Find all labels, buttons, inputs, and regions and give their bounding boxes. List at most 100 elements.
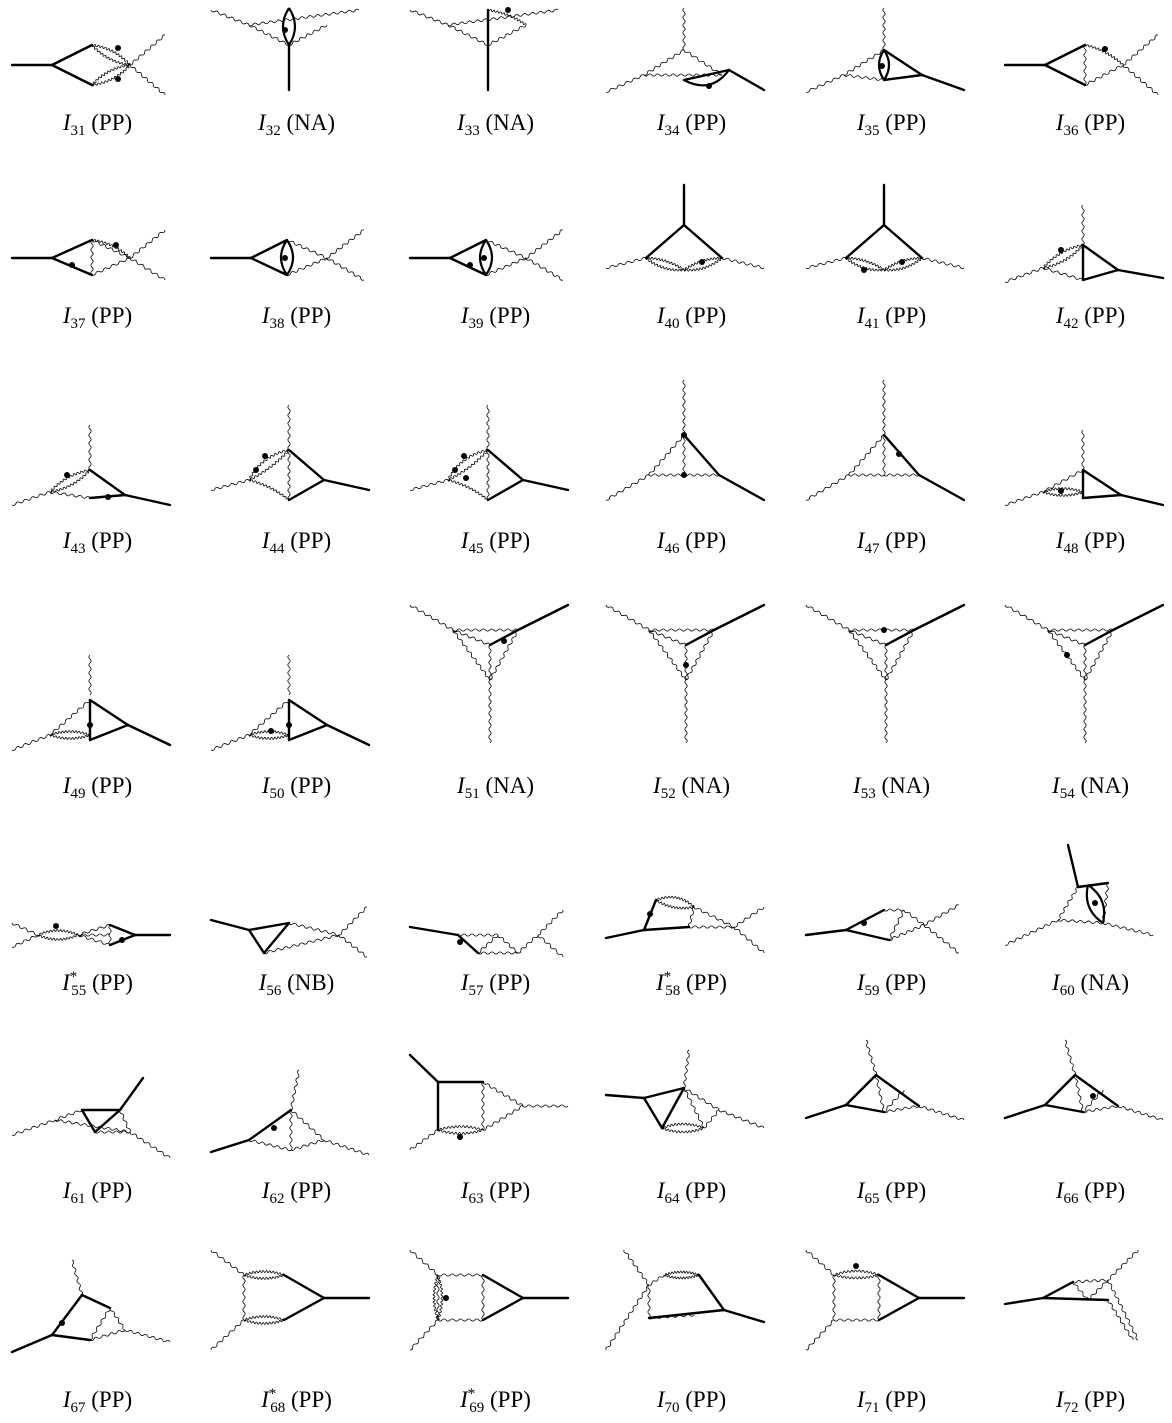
integral-index: 32 xyxy=(266,123,281,139)
massless-propagator xyxy=(1088,1280,1108,1300)
massive-propagator xyxy=(284,1275,324,1298)
massless-propagator xyxy=(849,435,884,475)
massless-propagator xyxy=(453,630,490,645)
massive-propagator xyxy=(606,930,644,938)
massless-propagator xyxy=(644,50,684,75)
integral-index: 39 xyxy=(469,316,484,332)
massive-propagator xyxy=(110,925,135,935)
massless-propagator xyxy=(55,1110,82,1120)
massive-propagator xyxy=(120,1078,143,1110)
massive-propagator xyxy=(523,480,568,490)
massless-propagator xyxy=(448,480,488,500)
massive-propagator xyxy=(884,225,922,258)
integral-symbol: I xyxy=(857,110,865,135)
propagator-dot xyxy=(683,662,689,668)
integral-index: 50 xyxy=(270,786,285,802)
massless-propagator xyxy=(1084,45,1086,85)
integral-index: 56 xyxy=(266,983,281,999)
integral-caption: I72 (PP) xyxy=(993,1387,1172,1413)
massive-propagator xyxy=(662,1088,684,1128)
massive-propagator xyxy=(52,65,92,85)
integral-tag: (PP) xyxy=(885,1178,926,1203)
integral-index: 71 xyxy=(865,1400,880,1416)
massive-propagator xyxy=(846,910,884,930)
massless-propagator xyxy=(92,64,130,85)
integral-symbol: I xyxy=(657,303,665,328)
integral-tag: (PP) xyxy=(885,303,926,328)
massive-propagator xyxy=(90,700,128,725)
massless-propagator xyxy=(1082,205,1084,245)
propagator-dot xyxy=(268,728,274,734)
massless-propagator xyxy=(448,25,488,45)
massless-propagator xyxy=(664,1271,699,1276)
feynman-diagram xyxy=(594,0,789,100)
massless-propagator xyxy=(662,1127,704,1133)
integral-caption: I54 (NA) xyxy=(993,773,1172,799)
massless-propagator xyxy=(483,1106,523,1131)
massless-propagator xyxy=(806,1250,834,1275)
massive-propagator xyxy=(324,480,369,490)
integral-symbol: I xyxy=(63,528,71,553)
integral-symbol: I xyxy=(262,303,270,328)
integral-tag: (PP) xyxy=(1084,303,1125,328)
massless-propagator xyxy=(694,907,734,927)
feynman-diagram xyxy=(0,1240,195,1375)
propagator-dot xyxy=(1058,488,1064,494)
feynman-diagram xyxy=(199,1240,394,1375)
massless-propagator xyxy=(649,630,686,645)
massless-propagator xyxy=(12,491,50,505)
massive-propagator xyxy=(1068,845,1078,887)
massless-propagator xyxy=(12,935,38,947)
integral-symbol: I xyxy=(657,1387,665,1412)
massless-propagator xyxy=(249,480,289,500)
feynman-diagram xyxy=(794,595,989,750)
massless-propagator xyxy=(834,1270,879,1276)
integral-symbol: I xyxy=(62,970,70,995)
massless-propagator xyxy=(734,927,764,953)
integral-symbol: I xyxy=(853,773,861,798)
integral-tag: (PP) xyxy=(291,1387,332,1412)
integral-tag: (PP) xyxy=(685,1178,726,1203)
massless-propagator xyxy=(92,240,130,258)
massless-propagator xyxy=(683,8,685,50)
massless-propagator xyxy=(866,1040,877,1075)
massive-propagator xyxy=(699,1275,724,1310)
massive-propagator xyxy=(714,605,764,630)
massless-propagator xyxy=(889,910,904,940)
integral-caption: I33 (NA) xyxy=(398,110,593,136)
massive-propagator xyxy=(90,725,128,740)
massless-propagator xyxy=(448,9,558,26)
integral-symbol: I xyxy=(63,110,71,135)
integral-tag: (PP) xyxy=(1084,110,1125,135)
massless-propagator xyxy=(120,1110,131,1132)
massless-propagator xyxy=(243,1275,245,1320)
integral-index: 59 xyxy=(865,983,880,999)
propagator-dot xyxy=(861,267,867,273)
massless-propagator xyxy=(249,734,289,739)
massless-propagator xyxy=(12,1120,55,1136)
integral-caption: I36 (PP) xyxy=(993,110,1172,136)
integral-caption: I49 (PP) xyxy=(0,773,195,799)
massive-propagator xyxy=(483,1275,523,1298)
integral-index: 51 xyxy=(465,786,480,802)
propagator-dot xyxy=(896,451,902,457)
massive-propagator xyxy=(128,725,170,745)
integral-caption: I67 (PP) xyxy=(0,1387,195,1413)
massive-propagator xyxy=(483,1298,523,1320)
propagator-dot xyxy=(681,472,687,478)
integral-index: 34 xyxy=(665,123,680,139)
massive-propagator xyxy=(646,225,684,258)
massless-propagator xyxy=(885,645,887,680)
feynman-diagram xyxy=(0,370,195,515)
integral-symbol: I xyxy=(461,303,469,328)
integral-symbol: I xyxy=(262,773,270,798)
massless-propagator xyxy=(125,1330,170,1342)
integral-symbol: I xyxy=(1056,110,1064,135)
integral-tag: (PP) xyxy=(91,303,132,328)
feynman-diagram xyxy=(398,170,593,300)
propagator-dot xyxy=(443,1295,449,1301)
integral-symbol: I xyxy=(1056,1387,1064,1412)
integral-caption: I47 (PP) xyxy=(794,528,989,554)
massless-propagator xyxy=(684,1050,690,1088)
